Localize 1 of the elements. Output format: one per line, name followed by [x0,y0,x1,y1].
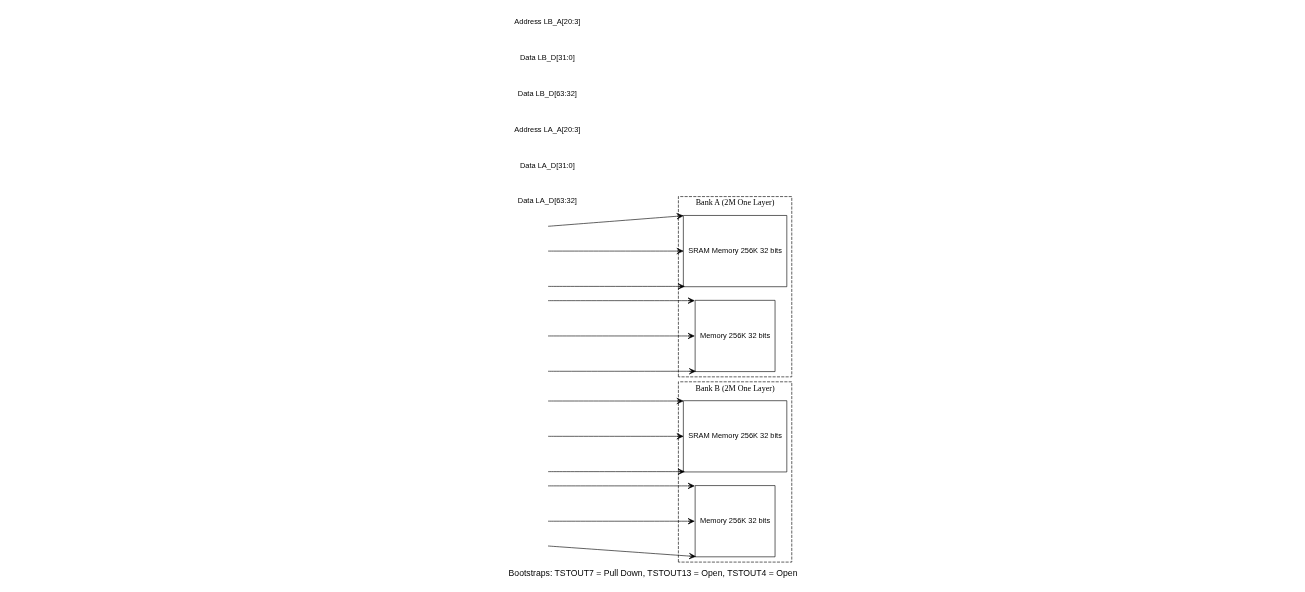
caption: Bootstraps: TSTOUT7 = Pull Down, TSTOUT13 = Open, TSTOUT4 = Open [508,568,797,579]
